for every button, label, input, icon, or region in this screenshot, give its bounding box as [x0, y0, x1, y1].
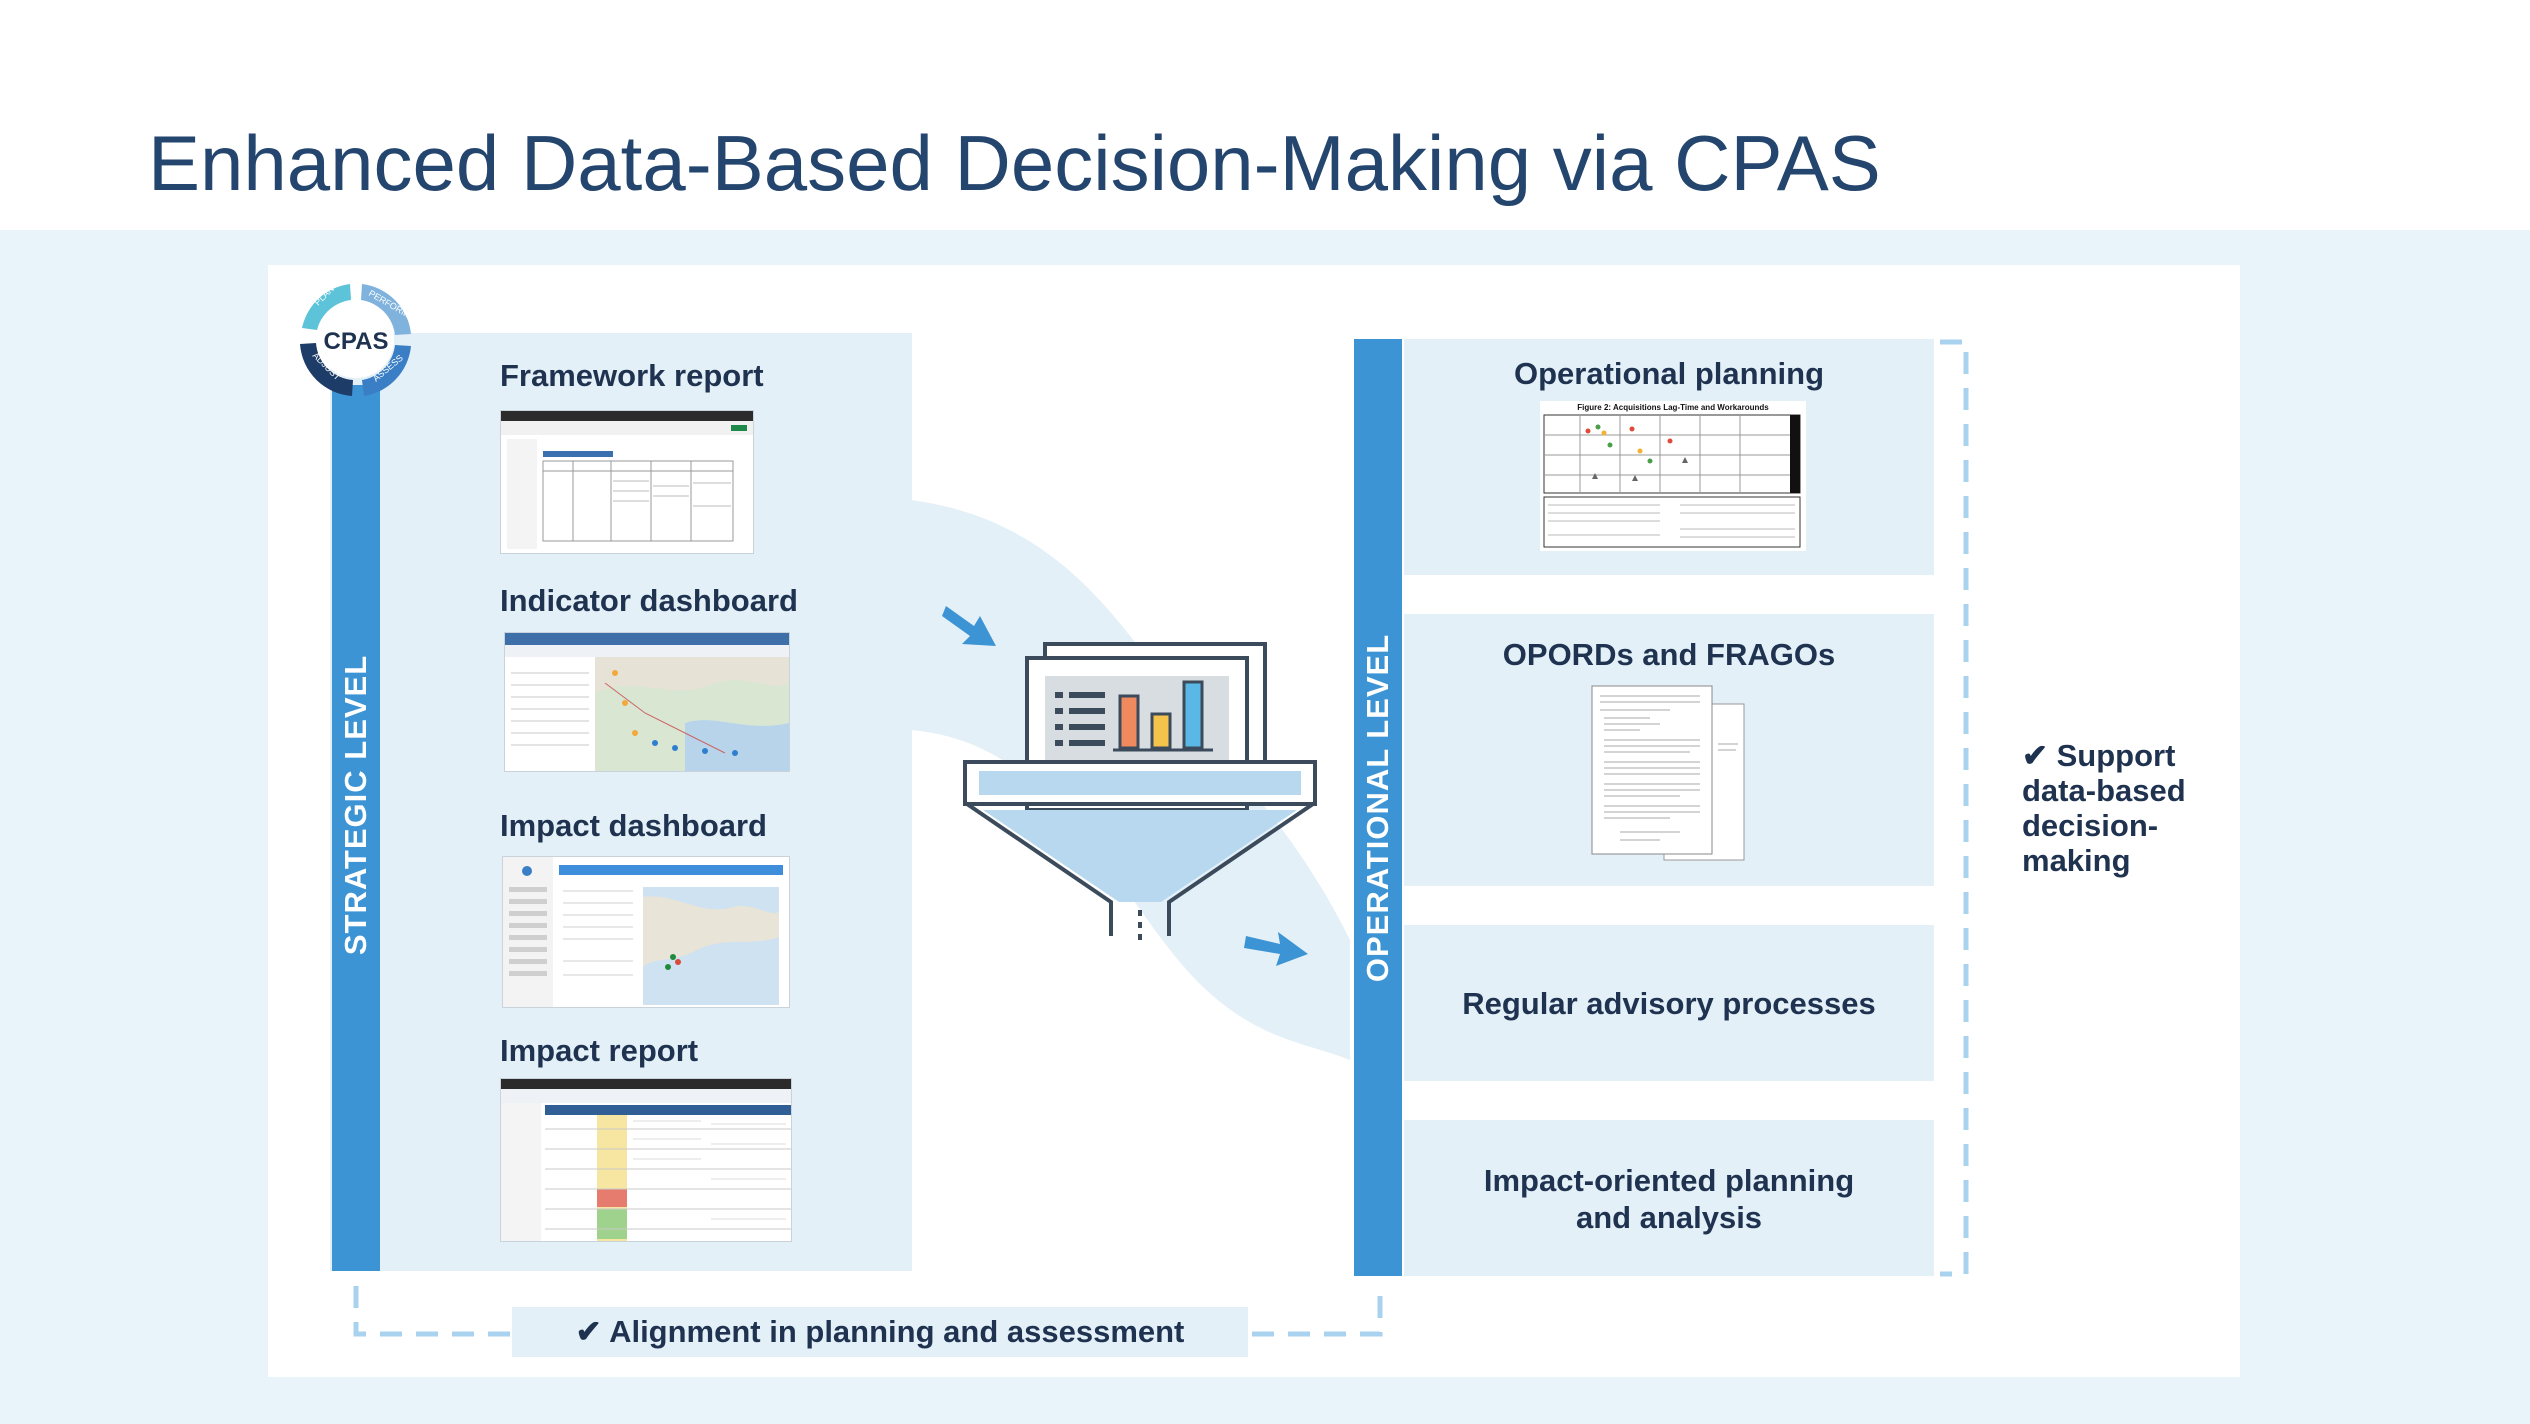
- impact-dashboard-image: [503, 857, 789, 1007]
- framework-report-title: Framework report: [500, 358, 764, 393]
- indicator-dashboard-thumbnail: [504, 632, 790, 772]
- operational-planning-figure: Figure 2: Acquisitions Lag-Time and Work…: [1540, 401, 1806, 551]
- alignment-label: Alignment in planning and assessment: [609, 1314, 1185, 1349]
- framework-report-thumbnail: [500, 410, 754, 554]
- check-icon: ✔: [575, 1314, 602, 1349]
- indicator-dashboard-image: [505, 633, 789, 771]
- opords-frago-box: OPORDs and FRAGOs: [1404, 614, 1934, 886]
- funnel-chart-icon: [963, 642, 1317, 940]
- operational-planning-box: Operational planning Figure 2: Acquisiti…: [1404, 339, 1934, 575]
- impact-dashboard-thumbnail: [502, 856, 790, 1008]
- operational-planning-title: Operational planning: [1513, 356, 1824, 391]
- arrow-in-icon: [942, 606, 996, 646]
- impact-planning-box: Impact-oriented planning and analysis: [1404, 1120, 1934, 1276]
- alignment-box: ✔ Alignment in planning and assessment: [512, 1307, 1248, 1357]
- impact-planning-title: Impact-oriented planning and analysis: [1483, 1163, 1855, 1235]
- support-decision-text: ✔ Support data-based decision-making: [2022, 738, 2222, 878]
- advisory-processes-title: Regular advisory processes: [1462, 986, 1876, 1021]
- support-decision-label: Support data-based decision-making: [2022, 738, 2186, 878]
- acquisitions-figure-image: Figure 2: Acquisitions Lag-Time and Work…: [1540, 401, 1806, 551]
- advisory-processes-box: Regular advisory processes: [1404, 925, 1934, 1081]
- impact-report-image: [501, 1079, 791, 1241]
- indicator-dashboard-title: Indicator dashboard: [500, 583, 798, 618]
- cpas-logo-text: CPAS: [324, 328, 389, 355]
- impact-report-thumbnail: [500, 1078, 792, 1242]
- framework-report-image: [501, 411, 753, 549]
- arrow-out-icon: [1244, 932, 1308, 966]
- opords-documents-image: [1591, 685, 1745, 861]
- strategic-level-bar: [332, 385, 380, 1271]
- impact-dashboard-title: Impact dashboard: [500, 808, 767, 843]
- impact-report-title: Impact report: [500, 1033, 699, 1068]
- opords-frago-title: OPORDs and FRAGOs: [1502, 637, 1836, 672]
- alignment-line: ✔ Alignment in planning and assessment: [512, 1307, 1248, 1357]
- figure-caption: Figure 2: Acquisitions Lag-Time and Work…: [1577, 403, 1769, 412]
- check-icon: ✔: [2022, 738, 2048, 773]
- cpas-cycle-icon: CPAS PLAN PERFORM ASSESS ADJUST: [300, 284, 411, 396]
- operational-level-bar: [1354, 339, 1402, 1276]
- slide-title: Enhanced Data-Based Decision-Making via …: [148, 119, 1881, 207]
